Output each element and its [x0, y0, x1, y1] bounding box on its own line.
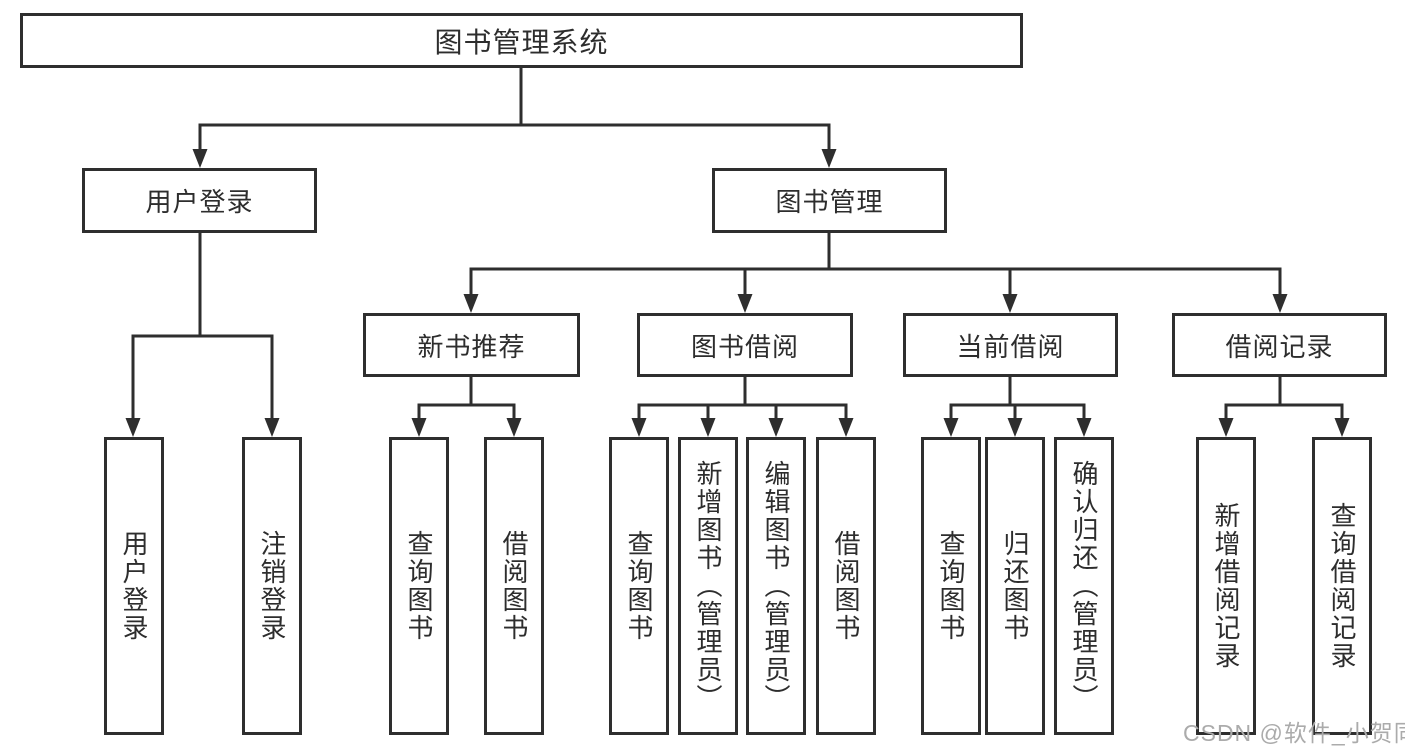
node-book-management: 图书管理: [712, 168, 947, 233]
leaf-query-book-current: 查询图书: [921, 437, 981, 735]
node-current-borrow: 当前借阅: [903, 313, 1118, 377]
leaf-user-login: 用户登录: [104, 437, 164, 735]
leaf-borrow-book-recommend: 借阅图书: [484, 437, 544, 735]
leaf-edit-book-admin: 编辑图书（管理员）: [746, 437, 806, 735]
leaf-query-borrow-record: 查询借阅记录: [1312, 437, 1372, 735]
csdn-watermark: CSDN @软件_小贺同学: [1183, 720, 1405, 746]
leaf-query-book-recommend: 查询图书: [389, 437, 449, 735]
node-borrow-record: 借阅记录: [1172, 313, 1387, 377]
leaf-borrow-book: 借阅图书: [816, 437, 876, 735]
node-book-borrow: 图书借阅: [637, 313, 853, 377]
leaf-logout: 注销登录: [242, 437, 302, 735]
leaf-return-book: 归还图书: [985, 437, 1045, 735]
leaf-add-book-admin: 新增图书（管理员）: [678, 437, 738, 735]
node-user-login: 用户登录: [82, 168, 317, 233]
leaf-add-borrow-record: 新增借阅记录: [1196, 437, 1256, 735]
leaf-query-book-borrow: 查询图书: [609, 437, 669, 735]
node-root: 图书管理系统: [20, 13, 1023, 68]
leaf-confirm-return-admin: 确认归还（管理员）: [1054, 437, 1114, 735]
node-new-book-recommend: 新书推荐: [363, 313, 580, 377]
